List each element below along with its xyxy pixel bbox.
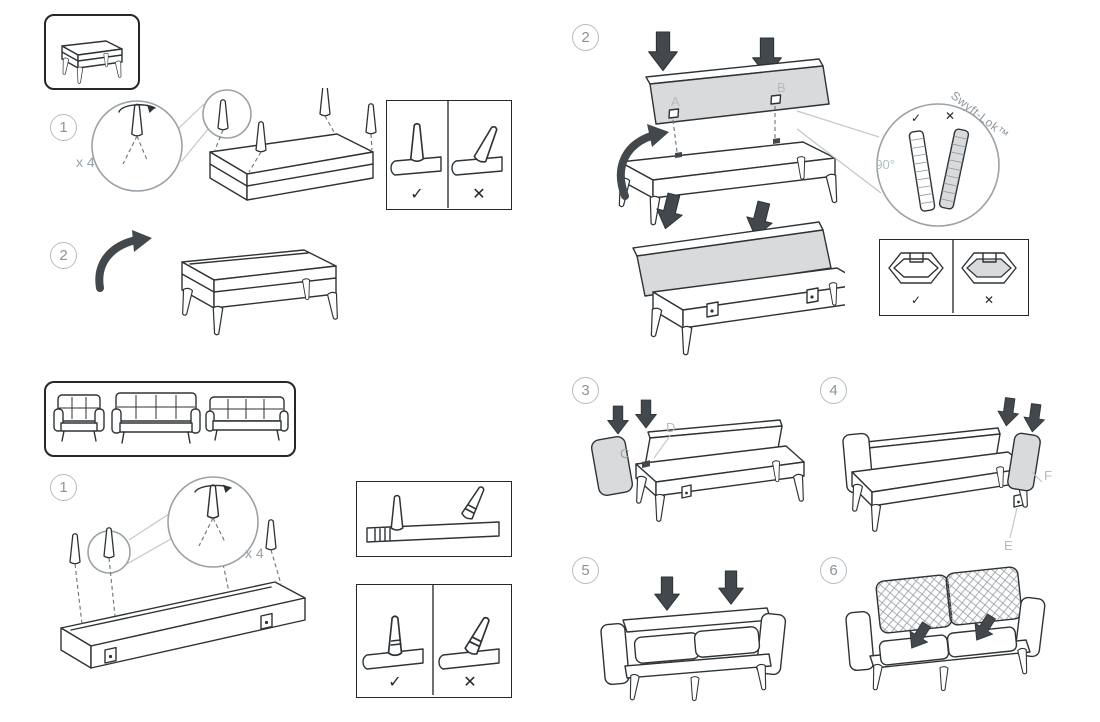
back-cushion-tufted <box>945 566 1023 626</box>
ottoman-legs-floating <box>214 88 377 173</box>
step-number: 3 <box>581 382 590 399</box>
sofa-base-leg-assembly: x 4 <box>60 476 306 669</box>
magnifier-leg-rotation <box>91 100 183 192</box>
arm-panel-c <box>590 436 634 496</box>
step-badge-sofa-3: 3 <box>572 377 599 404</box>
sofa-legs-floating <box>69 519 282 625</box>
cross-icon: ✕ <box>945 109 955 123</box>
block-arrow-icon <box>654 576 680 611</box>
tilted-leg <box>460 483 489 522</box>
curved-flip-arrow-icon <box>95 230 152 292</box>
sofa-base-panel <box>60 581 306 669</box>
swyft-lok-magnifier: ✓ ✕ 90° Swyft-Lok™ <box>796 88 1012 227</box>
label-b: B <box>777 80 786 95</box>
backrest-attached <box>632 221 832 297</box>
cross-icon: ✕ <box>472 184 485 203</box>
sofa-variants-icon <box>53 392 289 444</box>
back-cushion-illustration <box>845 566 1046 692</box>
step-number: 6 <box>829 562 838 579</box>
ottoman-leg-check-box: ✓ ✕ <box>386 100 512 210</box>
backrest-panel: A B <box>645 58 830 125</box>
sofa-product-frame <box>44 381 296 457</box>
block-arrow-icon <box>718 570 744 605</box>
step-number: 2 <box>581 29 590 46</box>
step-badge-ottoman-1: 1 <box>50 114 77 141</box>
label-e: E <box>1004 538 1013 553</box>
step-badge-sofa-5: 5 <box>572 557 599 584</box>
cross-icon: ✕ <box>463 672 476 691</box>
lock-strip-wrong <box>938 128 970 210</box>
left-arm-assembly-illustration: C D <box>590 399 807 523</box>
armchair-icon <box>53 394 105 442</box>
check-icon: ✓ <box>410 184 423 203</box>
step-badge-sofa-6: 6 <box>820 557 847 584</box>
lock-correct-example: ✓ <box>888 252 944 307</box>
check-icon: ✓ <box>911 293 921 307</box>
step-number: 5 <box>581 562 590 579</box>
sofa-frame <box>842 427 1031 533</box>
block-arrow-icon <box>607 405 629 435</box>
ottoman-flip-illustration <box>95 230 341 336</box>
seat-cushion <box>633 632 701 664</box>
ottoman-upright <box>179 249 341 336</box>
lock-check-box: ✓ ✕ <box>879 239 1029 316</box>
quantity-label: x 4 <box>76 154 95 170</box>
ottoman-leg-assembly-illustration: x 4 <box>76 88 377 201</box>
sofa-leg-check-illustration: ✓ ✕ <box>362 584 500 696</box>
back-cushion-tufted <box>875 574 953 634</box>
step-number: 4 <box>829 382 838 399</box>
block-arrow-icon <box>648 31 678 72</box>
two-seater-icon <box>111 392 201 444</box>
seat-cushion <box>693 626 761 658</box>
lock-receiver <box>104 612 273 664</box>
label-c: C <box>620 446 629 461</box>
label-d: D <box>666 420 675 435</box>
lock-strip-correct <box>908 130 936 212</box>
sofa-leg-detail-illustration <box>366 483 500 543</box>
step-number: 1 <box>59 479 68 496</box>
three-seater-icon <box>205 396 289 441</box>
step-badge-sofa-4: 4 <box>820 377 847 404</box>
sofa-frame <box>633 419 807 523</box>
lock-check-illustration: ✓ ✕ <box>888 239 1017 314</box>
angle-label: 90° <box>875 157 895 172</box>
block-arrow-icon <box>635 399 657 429</box>
step-badge-sofa-2: 2 <box>572 24 599 51</box>
check-icon: ✓ <box>911 111 921 125</box>
backrest-assembly-illustration: A B <box>615 31 845 356</box>
seat-cushion-illustration <box>600 570 787 702</box>
slot-a <box>668 108 680 119</box>
step-number: 1 <box>59 119 68 136</box>
step-badge-sofa-1: 1 <box>50 474 77 501</box>
incorrect-leg-example: ✕ <box>451 123 503 203</box>
right-arm-assembly-illustration: F E <box>842 396 1052 553</box>
arm-panel-right <box>1007 432 1041 492</box>
ottoman-body-upside-down <box>209 133 374 201</box>
curved-flip-arrow-icon <box>616 124 669 200</box>
cross-icon: ✕ <box>984 293 994 307</box>
ottoman-leg-check-illustration: ✓ ✕ <box>390 100 503 209</box>
correct-leg-example: ✓ <box>390 122 442 203</box>
sofa-frame <box>600 607 787 686</box>
sofa-leg-detail-box <box>356 481 512 557</box>
lock-incorrect-example: ✕ <box>961 252 1017 307</box>
ottoman-icon <box>61 40 123 85</box>
sofa-leg-check-box: ✓ ✕ <box>356 584 512 698</box>
incorrect-leg-example: ✕ <box>438 614 500 691</box>
block-arrow-icon <box>1021 402 1047 434</box>
correct-leg-example: ✓ <box>362 615 424 691</box>
quantity-label: x 4 <box>245 545 264 561</box>
slot-b <box>770 94 782 105</box>
ottoman-product-frame <box>44 14 140 90</box>
sofa-base-attached <box>647 267 845 356</box>
label-f: F <box>1044 468 1052 483</box>
block-arrow-icon <box>995 396 1021 428</box>
magnifier-leg-rotation <box>167 476 259 568</box>
check-icon: ✓ <box>388 672 401 691</box>
step-badge-ottoman-2: 2 <box>50 242 77 269</box>
step-number: 2 <box>59 247 68 264</box>
label-a: A <box>671 94 680 109</box>
